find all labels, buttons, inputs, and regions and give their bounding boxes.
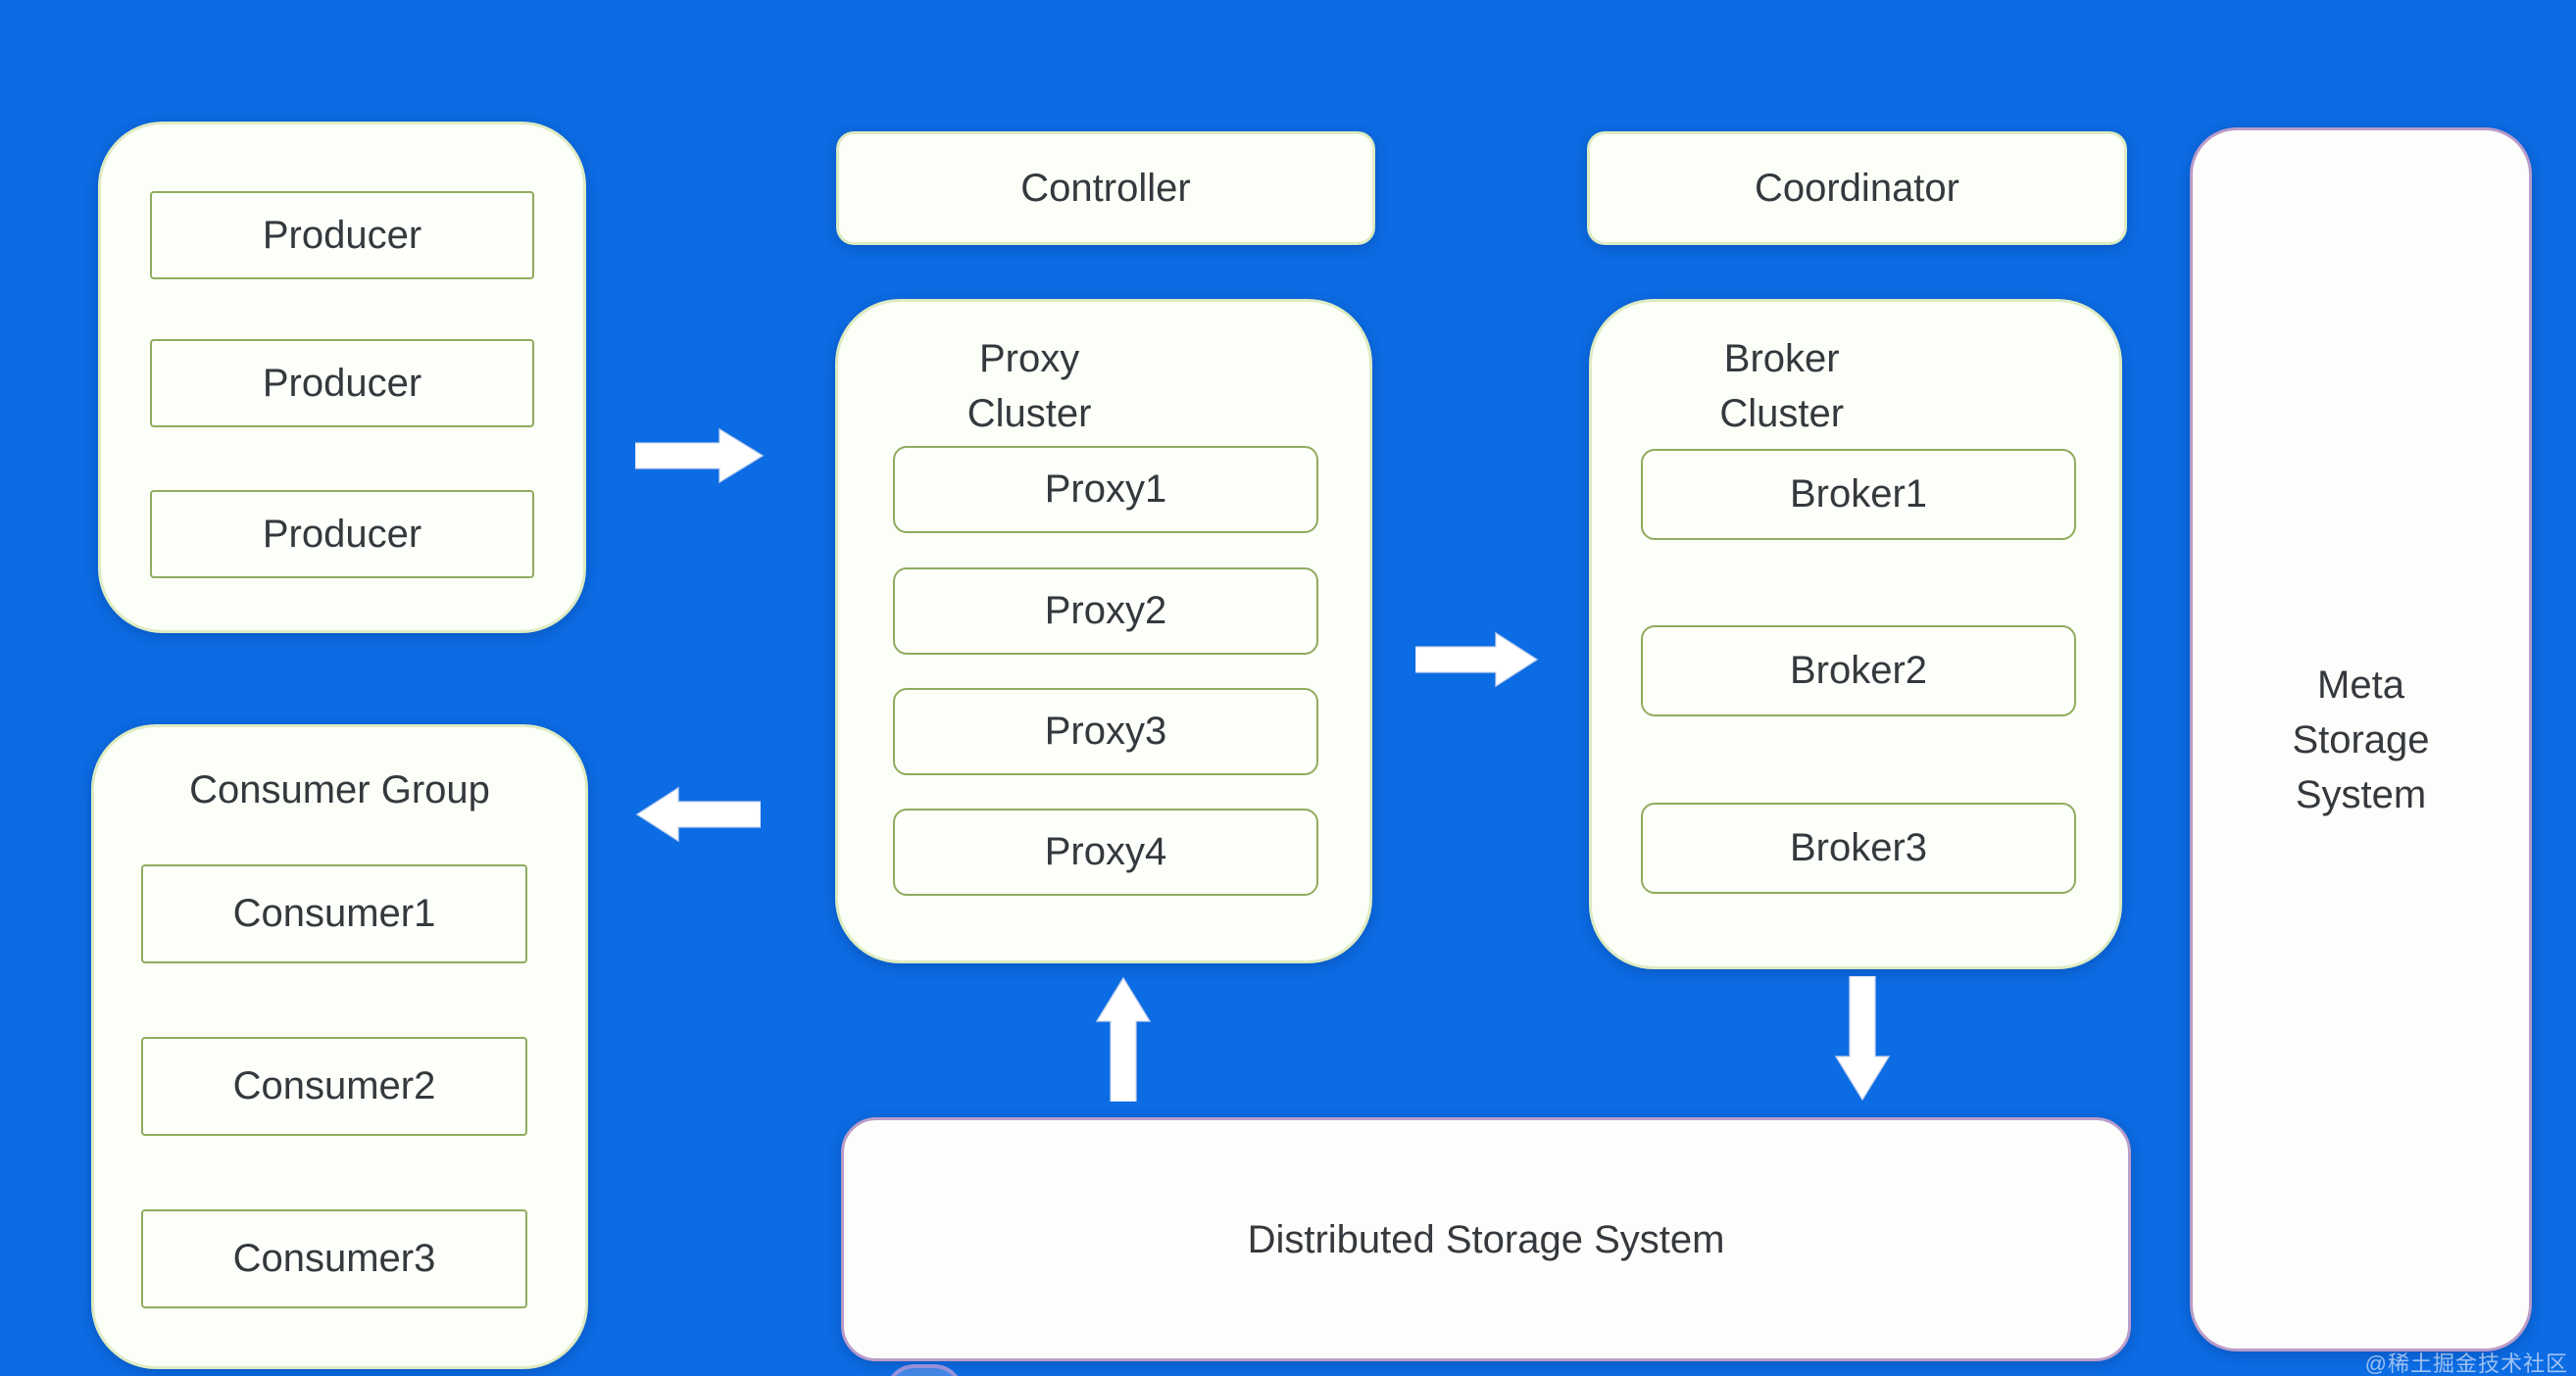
coordinator-node: Coordinator: [1587, 131, 2127, 245]
broker-cluster-container: Broker Cluster Broker1 Broker2 Broker3: [1589, 299, 2122, 969]
meta-storage-node: Meta Storage System: [2190, 127, 2532, 1351]
proxy-node: Proxy2: [893, 567, 1318, 655]
producer-node: Producer: [150, 339, 534, 427]
broker-cluster-title-line2: Cluster: [1719, 392, 1845, 435]
broker-cluster-title: Broker Cluster: [1592, 331, 1971, 441]
meta-storage-line3: System: [2295, 772, 2427, 816]
proxy-cluster-container: Proxy Cluster Proxy1 Proxy2 Proxy3 Proxy…: [835, 299, 1372, 963]
proxy-node: Proxy4: [893, 809, 1318, 896]
watermark: @稀土掘金技术社区: [2364, 1351, 2568, 1376]
meta-storage-line2: Storage: [2292, 717, 2430, 762]
meta-storage-line1: Meta: [2317, 663, 2404, 707]
arrow-down-broker-to-storage-icon: [1834, 976, 1891, 1102]
consumer-group-container: Consumer Group Consumer1 Consumer2 Consu…: [91, 724, 588, 1369]
arrow-right-proxy-to-broker-icon: [1415, 631, 1539, 688]
consumer-node: Consumer2: [141, 1037, 527, 1136]
broker-node: Broker3: [1641, 803, 2076, 894]
producer-group-container: Producer Producer Producer: [98, 122, 586, 633]
distributed-storage-label: Distributed Storage System: [1247, 1217, 1725, 1261]
proxy-cluster-title-line1: Proxy: [978, 337, 1080, 380]
arrow-up-storage-to-proxy-icon: [1095, 976, 1152, 1102]
broker-node: Broker2: [1641, 625, 2076, 716]
arrow-right-producers-to-proxy-icon: [635, 427, 765, 484]
consumer-node: Consumer1: [141, 864, 527, 963]
consumer-node: Consumer3: [141, 1209, 527, 1308]
consumer-group-title: Consumer Group: [189, 768, 490, 811]
cutoff-shape-bottom: [885, 1364, 964, 1376]
broker-cluster-title-line1: Broker: [1723, 337, 1840, 380]
coordinator-label: Coordinator: [1754, 167, 1959, 210]
proxy-node: Proxy1: [893, 446, 1318, 533]
distributed-storage-node: Distributed Storage System: [841, 1117, 2131, 1361]
producer-node: Producer: [150, 191, 534, 279]
controller-node: Controller: [836, 131, 1375, 245]
proxy-cluster-title-line2: Cluster: [966, 392, 1092, 435]
producer-node: Producer: [150, 490, 534, 578]
proxy-node: Proxy3: [893, 688, 1318, 775]
proxy-cluster-title: Proxy Cluster: [838, 331, 1220, 441]
arrow-left-proxy-to-consumers-icon: [635, 786, 761, 843]
broker-node: Broker1: [1641, 449, 2076, 540]
controller-label: Controller: [1020, 167, 1191, 210]
meta-storage-label: Meta Storage System: [2292, 658, 2429, 822]
